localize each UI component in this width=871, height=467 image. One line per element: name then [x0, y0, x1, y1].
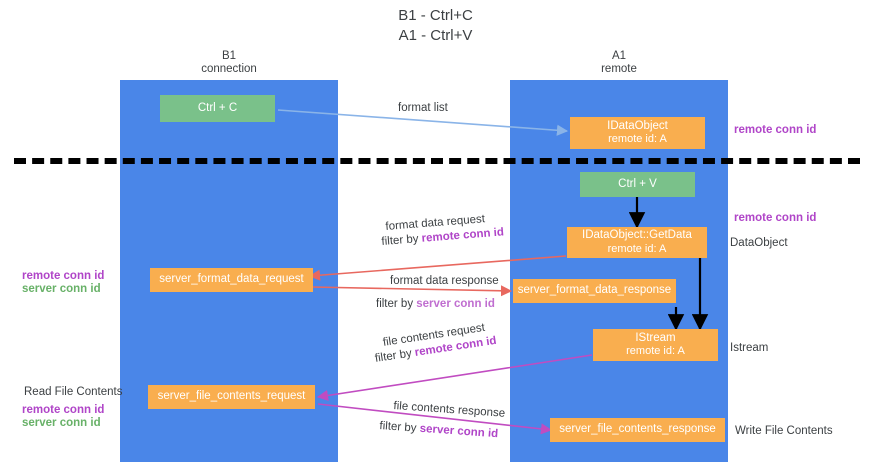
node-idataobject-getdata-sub: remote id: A	[607, 242, 667, 255]
annotation-left-remote-conn-2-text: remote conn id	[22, 404, 105, 416]
annotation-dataobject-text: DataObject	[730, 237, 788, 249]
annotation-left-server-conn-1-text: server conn id	[22, 283, 101, 295]
annotation-read-file-contents-text: Read File Contents	[24, 386, 123, 398]
annotation-right-remote-conn-mid: remote conn id	[734, 211, 816, 225]
filter-prefix-text-4: filter by	[379, 419, 421, 435]
annotation-istream: Istream	[730, 341, 768, 355]
lane-header-b1: B1 connection	[201, 50, 257, 75]
node-ctrl-c-label: Ctrl + C	[197, 101, 238, 114]
lane-header-a1: A1 remote	[601, 50, 637, 75]
filter-prefix-text: filter by	[381, 232, 423, 248]
annotation-left-server-conn-2: server conn id	[22, 416, 101, 430]
edge-format-data-response	[311, 285, 513, 297]
annotation-left-server-conn-1: server conn id	[22, 282, 101, 296]
annotation-dataobject: DataObject	[730, 236, 788, 250]
node-idataobject-label: IDataObject	[607, 119, 668, 132]
node-idataobject-getdata[interactable]: IDataObject::GetData remote id: A	[567, 227, 707, 258]
node-server-format-data-response[interactable]: server_format_data_response	[513, 279, 676, 303]
section-divider	[14, 158, 860, 164]
annotation-write-file-contents: Write File Contents	[735, 424, 833, 438]
edge-file-contents-request	[316, 354, 593, 402]
annotation-right-remote-conn-top-text: remote conn id	[734, 124, 817, 136]
filter-prefix-text-2: filter by	[376, 298, 417, 310]
node-server-format-data-request-label: server_format_data_request	[159, 273, 304, 286]
edge-format-list	[277, 109, 569, 136]
annotation-left-remote-conn-2: remote conn id	[22, 403, 104, 417]
node-idataobject[interactable]: IDataObject remote id: A	[570, 117, 705, 149]
node-server-format-data-response-label: server_format_data_response	[517, 284, 672, 297]
annotation-left-remote-conn-1-text: remote conn id	[22, 270, 105, 282]
edge-format-data-request	[308, 255, 567, 281]
node-ctrl-v-label: Ctrl + V	[618, 177, 657, 190]
node-istream-label: IStream	[635, 331, 676, 344]
node-server-file-contents-response[interactable]: server_file_contents_response	[550, 418, 725, 442]
node-istream[interactable]: IStream remote id: A	[593, 329, 718, 361]
diagram-title-line2: A1 - Ctrl+V	[0, 26, 871, 46]
annotation-read-file-contents: Read File Contents	[24, 385, 122, 399]
edge-label-format-list-text: format list	[398, 102, 448, 114]
node-server-file-contents-request-label: server_file_contents_request	[157, 390, 306, 403]
title-line2-text: A1 - Ctrl+V	[398, 27, 473, 44]
node-server-file-contents-request[interactable]: server_file_contents_request	[148, 385, 315, 409]
annotation-left-server-conn-2-text: server conn id	[22, 417, 101, 429]
edge-label-format-data-response: format data response	[390, 274, 499, 288]
edge-label-format-data-response-filter: filter by server conn id	[376, 297, 495, 311]
annotation-istream-text: Istream	[730, 342, 769, 354]
node-idataobject-sub: remote id: A	[608, 133, 667, 145]
annotation-right-remote-conn-top: remote conn id	[734, 123, 816, 137]
diagram-title-line1: B1 - Ctrl+C	[0, 6, 871, 26]
edge-label-format-list: format list	[398, 101, 448, 115]
annotation-right-remote-conn-mid-text: remote conn id	[734, 212, 817, 224]
edge-file-contents-response	[317, 403, 553, 435]
edge-label-format-data-response-text: format data response	[390, 275, 499, 287]
node-server-file-contents-response-label: server_file_contents_response	[559, 423, 716, 436]
annotation-write-file-contents-text: Write File Contents	[735, 425, 833, 437]
node-istream-sub: remote id: A	[626, 345, 685, 357]
filter-key-server-conn-id: server conn id	[416, 298, 495, 310]
annotation-left-remote-conn-1: remote conn id	[22, 269, 104, 283]
node-ctrl-c[interactable]: Ctrl + C	[160, 95, 275, 122]
node-idataobject-getdata-label: IDataObject::GetData	[582, 229, 692, 241]
node-ctrl-v[interactable]: Ctrl + V	[580, 172, 695, 197]
node-server-format-data-request[interactable]: server_format_data_request	[150, 268, 313, 292]
title-line1-text: B1 - Ctrl+C	[398, 7, 473, 24]
